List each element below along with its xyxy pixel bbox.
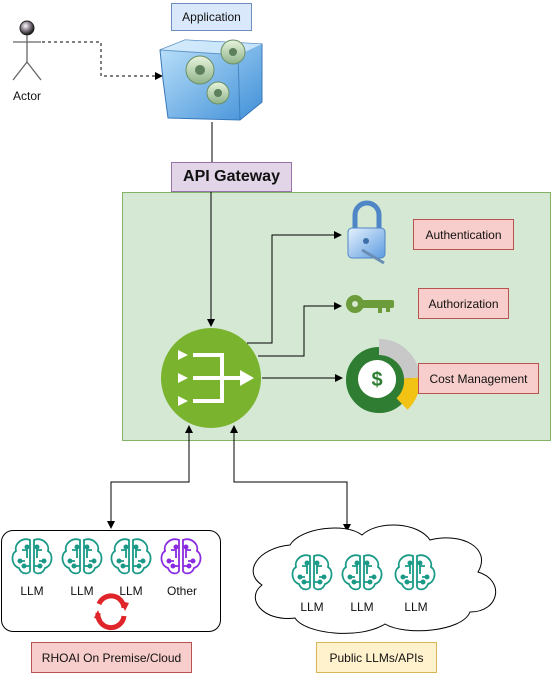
public-llms-label: Public LLMs/APIs [316,642,437,673]
actor-label: Actor [12,89,41,103]
rhoai-label: RHOAI On Premise/Cloud [31,642,192,673]
other-model-brain-icon [160,538,202,575]
llm-brain-icon [61,538,103,575]
llm-brain-icon [394,554,436,591]
authorization-label: Authorization [418,288,509,319]
llm-brain-icon [291,554,333,591]
public-model-label-3: LLM [404,600,428,614]
application-label: Application [171,3,252,31]
llm-brain-icon [341,554,383,591]
hub-auth-link [247,231,342,344]
rhoai-model-label-1: LLM [20,584,44,598]
public-model-label-1: LLM [300,600,324,614]
svg-text:$: $ [371,369,382,391]
cost-management-label: Cost Management [418,363,539,394]
hub-rhoai-link [107,432,190,529]
rhoai-model-label-2: LLM [70,584,94,598]
rhoai-model-label-3: LLM [119,584,143,598]
llm-brain-icon [11,538,53,575]
rhoai-model-label-4: Other [166,584,197,598]
llm-brain-icon [110,538,152,575]
authentication-label: Authentication [413,219,514,250]
api-gateway-label: API Gateway [171,162,292,192]
hub-public-link [233,432,351,532]
hub-authz-link [258,302,342,357]
public-model-label-2: LLM [350,600,374,614]
